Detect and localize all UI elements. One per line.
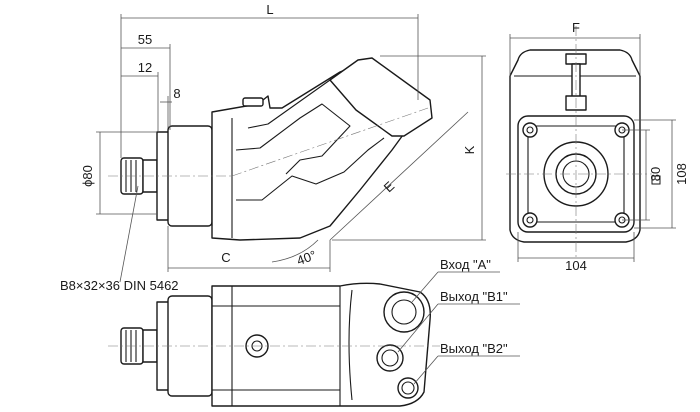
housing-top	[211, 282, 431, 407]
dim-55: 55	[138, 32, 152, 47]
top-plug	[242, 97, 264, 107]
front-view: F 104 80 108	[506, 20, 689, 273]
bolt-hole	[522, 122, 538, 138]
dim-108: 108	[674, 163, 689, 185]
dim-sq80: 80	[648, 167, 663, 181]
dim-104: 104	[565, 258, 587, 273]
bolt-hole	[522, 212, 538, 228]
port-a	[383, 291, 425, 333]
port-b2	[397, 377, 419, 399]
dim-phi80: ϕ80	[80, 165, 95, 187]
top-view: Вход "A" Выход "B1" Выход "B2"	[108, 257, 520, 407]
port-b2-label: Выход "B2"	[440, 341, 508, 356]
dim-8: 8	[173, 86, 180, 101]
dim-F: F	[572, 20, 580, 35]
square-symbol	[651, 175, 661, 185]
dim-angle-40: 40°	[295, 247, 319, 268]
port-a-label: Вход "A"	[440, 257, 491, 272]
dim-C: C	[221, 250, 230, 265]
shaft-spec-label: B8×32×36 DIN 5462	[60, 278, 179, 293]
cylinder-head	[329, 57, 433, 137]
dim-E: E	[381, 178, 398, 195]
dim-12: 12	[138, 60, 152, 75]
port-b1-label: Выход "B1"	[440, 289, 508, 304]
side-view: L 55 12 8 ϕ80 K E C 40°	[60, 2, 486, 293]
port-b1	[376, 344, 404, 372]
dim-K: K	[462, 145, 477, 154]
dim-L: L	[266, 2, 273, 17]
